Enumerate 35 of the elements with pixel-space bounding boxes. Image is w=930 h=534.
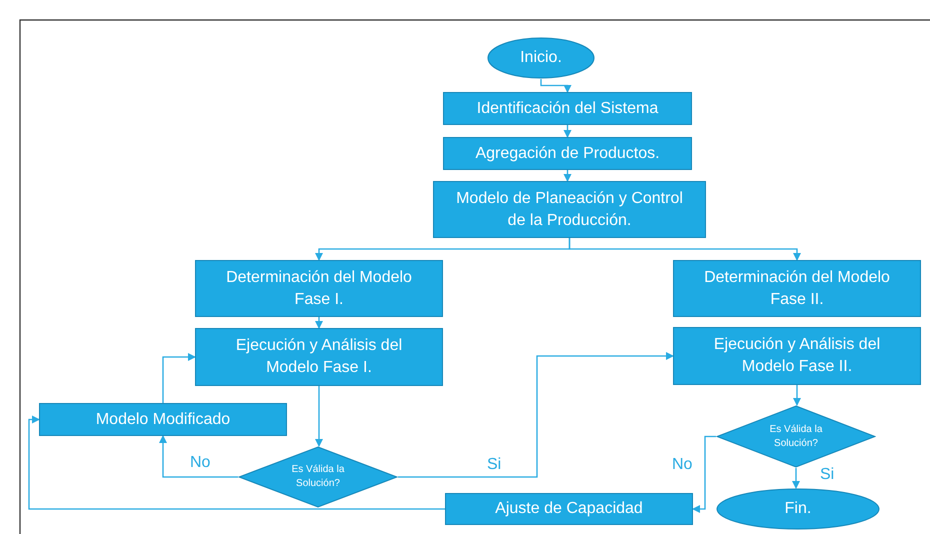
arrow [564,125,572,138]
process-box [443,92,692,125]
arrow [792,468,800,489]
arrow [315,317,323,329]
node-text: Determinación del Modelo Fase I. [225,268,413,310]
arrow [540,79,572,93]
process-box [433,181,706,238]
process-box [443,137,692,170]
node-text: Modelo Modificado [94,410,232,430]
node-text: Modelo de Planeación y Control de la Producción. [455,188,684,230]
arrow [159,435,238,478]
process-box [673,327,921,385]
node-text: Inicio. [519,48,563,68]
node-text: Identificación del Sistema [476,98,660,118]
process-box [445,493,693,525]
node-text: Fin. [784,499,812,519]
arrow [162,353,196,403]
process-box [39,403,287,436]
arrow [315,386,323,447]
arrow [398,352,674,478]
process-box [195,260,443,317]
arrow [692,436,716,513]
node-text: Determinación del Modelo Fase II. [703,268,891,310]
arrow [793,385,801,406]
node-text: Ajuste de Capacidad [494,499,644,519]
process-box [673,260,921,317]
node-text: Agregación de Productos. [474,144,661,164]
decision-text: Es Válida la Solución? [290,463,346,491]
arrow [568,238,801,261]
node-text: Ejecución y Análisis del Modelo Fase I. [234,336,404,378]
process-box [195,328,443,386]
decision-text: Es Válida la Solución? [768,422,824,450]
arrow [564,170,572,182]
arrow [28,416,445,510]
node-text: Ejecución y Análisis del Modelo Fase II. [712,335,882,377]
